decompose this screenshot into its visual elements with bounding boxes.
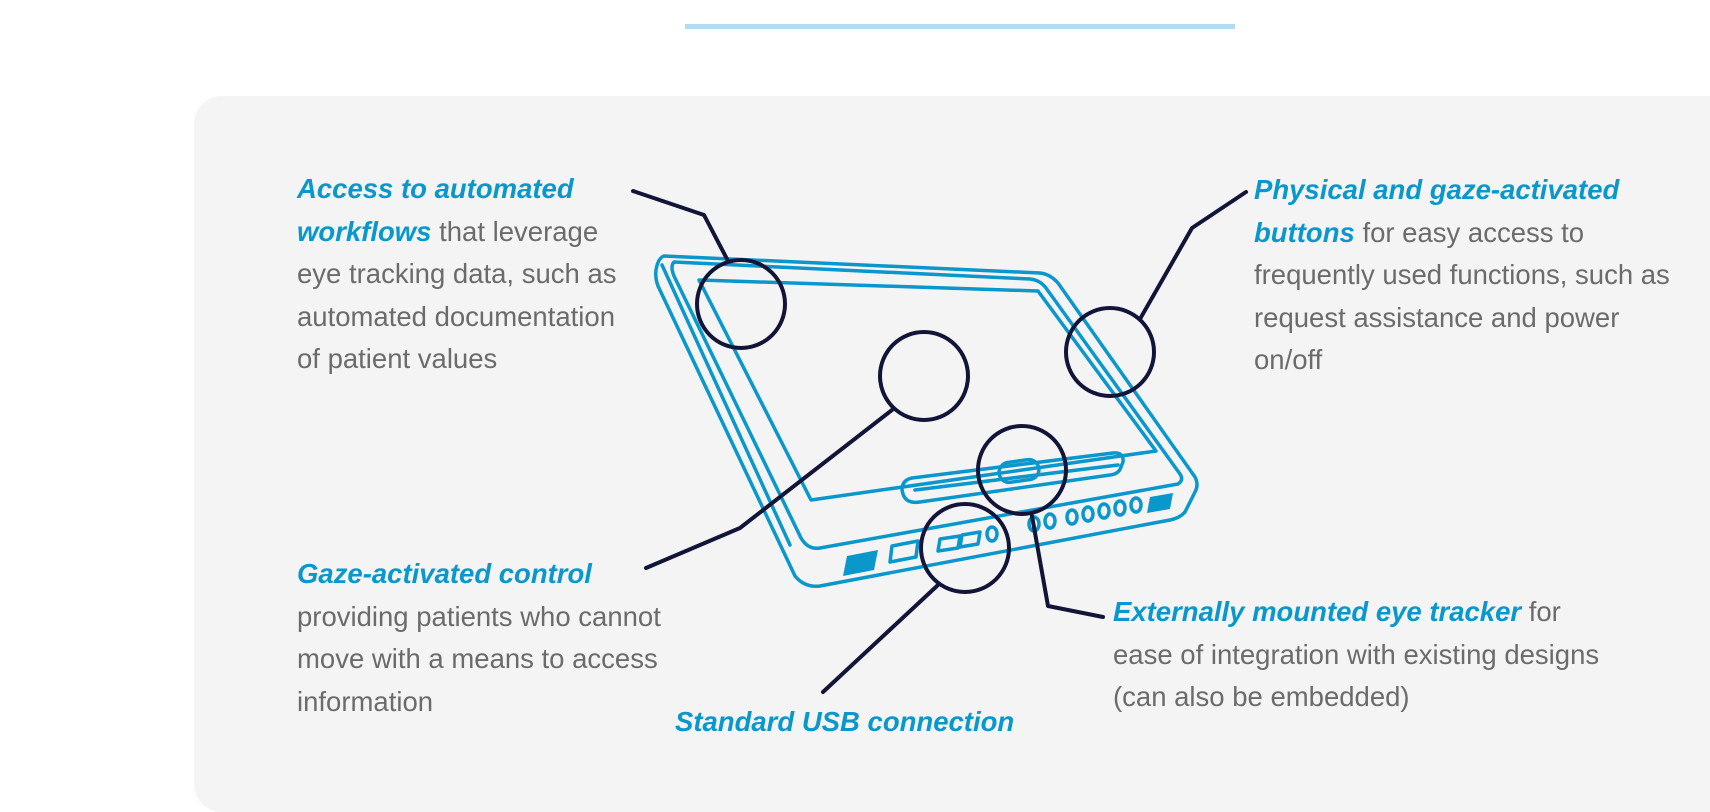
tablet-outer-body — [654, 254, 1199, 589]
usb-port-1 — [888, 539, 920, 564]
button-dot — [1065, 508, 1079, 526]
tablet-side-edge — [660, 263, 792, 547]
button-dot — [1113, 499, 1127, 517]
callout-workflows-text: that leverage eye tracking data, such as… — [297, 215, 617, 375]
leader-usb — [821, 583, 940, 694]
top-divider — [685, 24, 1235, 29]
callout-gaze-text: providing patients who cannot move with … — [297, 600, 661, 717]
focus-circle-workflows — [695, 258, 787, 350]
callout-usb-highlight: Standard USB connection — [675, 706, 1015, 737]
tracker-sensor — [997, 457, 1041, 485]
usb-port-2 — [936, 534, 962, 553]
leader-gaze — [644, 408, 894, 570]
callout-buttons-text: for easy access to frequently used funct… — [1254, 216, 1670, 376]
button-dot — [1043, 512, 1057, 530]
focus-circle-usb — [919, 502, 1011, 594]
callout-workflows: Access to automated workflows that lever… — [297, 168, 642, 381]
speaker-grille-icon — [843, 550, 878, 576]
leader-tracker — [1030, 514, 1105, 619]
callout-buttons-highlight: Physical and gaze-activated buttons — [1254, 174, 1620, 248]
diagram-panel — [194, 96, 1710, 812]
focus-circle-gaze — [878, 330, 970, 422]
leader-workflows — [631, 189, 729, 261]
callout-tracker-text: for ease of integration with existing de… — [1113, 596, 1600, 712]
tablet-inner-rim — [670, 260, 1184, 551]
port-dot — [985, 525, 999, 543]
button-dot — [1097, 502, 1111, 520]
tablet-screen — [697, 278, 1158, 502]
callout-usb: Standard USB connection — [675, 701, 1035, 744]
callout-workflows-highlight: Access to automated workflows — [297, 173, 574, 247]
focus-circle-buttons — [1064, 306, 1156, 398]
eye-tracker-bar-inner — [913, 463, 1120, 492]
button-dot — [1081, 505, 1095, 523]
callout-buttons: Physical and gaze-activated buttons for … — [1254, 169, 1674, 382]
tablet-device-icon — [654, 254, 1199, 589]
leader-lines — [631, 189, 1248, 694]
leader-buttons — [1138, 190, 1248, 321]
button-dot — [1129, 496, 1143, 514]
eye-tracker-bar — [900, 451, 1125, 505]
callout-tracker: Externally mounted eye tracker for ease … — [1113, 591, 1613, 719]
usb-port-3 — [958, 530, 982, 549]
focus-circle-tracker — [976, 424, 1068, 516]
callout-gaze-highlight: Gaze-activated control — [297, 558, 592, 589]
vent-icon — [1147, 493, 1173, 513]
callout-tracker-highlight: Externally mounted eye tracker — [1113, 596, 1522, 627]
callout-gaze: Gaze-activated control providing patient… — [297, 553, 677, 723]
